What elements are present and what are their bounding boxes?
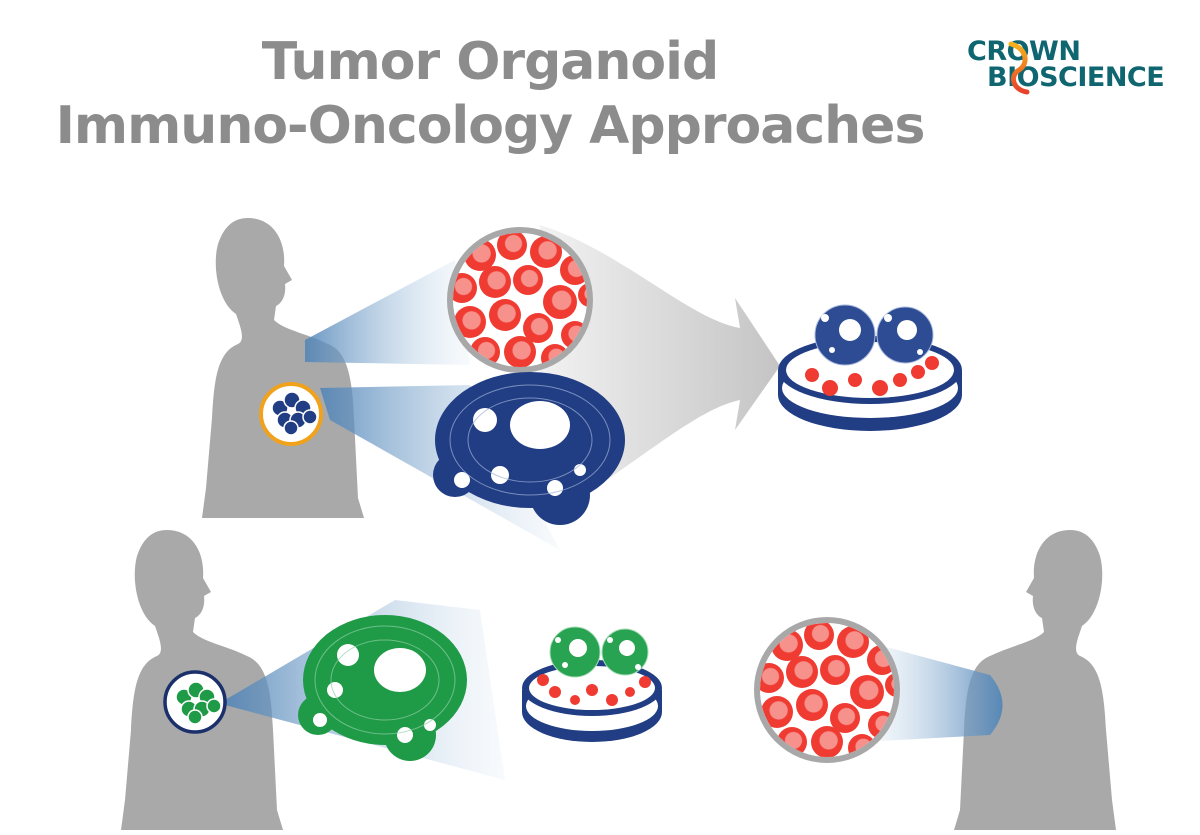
title-line-1: Tumor Organoid bbox=[261, 32, 719, 92]
blue-tumor-organoid-icon bbox=[433, 372, 625, 525]
top-beam-blood bbox=[305, 260, 470, 365]
crown-bioscience-logo: CROWN BIOSCIENCE bbox=[965, 38, 1170, 98]
green-tumor-organoid-icon bbox=[298, 615, 467, 761]
top-blood-cells-lens bbox=[447, 227, 593, 373]
logo-swoosh-icon bbox=[1008, 41, 1030, 95]
top-patient-silhouette bbox=[202, 218, 364, 518]
green-tumor-sample-icon bbox=[163, 670, 227, 734]
green-organoid-dish-icon bbox=[522, 626, 662, 742]
title-line-2: Immuno-Oncology Approaches bbox=[55, 96, 926, 156]
blue-organoid-dish-icon bbox=[778, 304, 962, 431]
diagram-title: Tumor Organoid Immuno-Oncology Approache… bbox=[40, 30, 940, 158]
blue-tumor-sample-icon bbox=[259, 382, 323, 446]
bottom-blood-cells-lens bbox=[754, 617, 900, 763]
